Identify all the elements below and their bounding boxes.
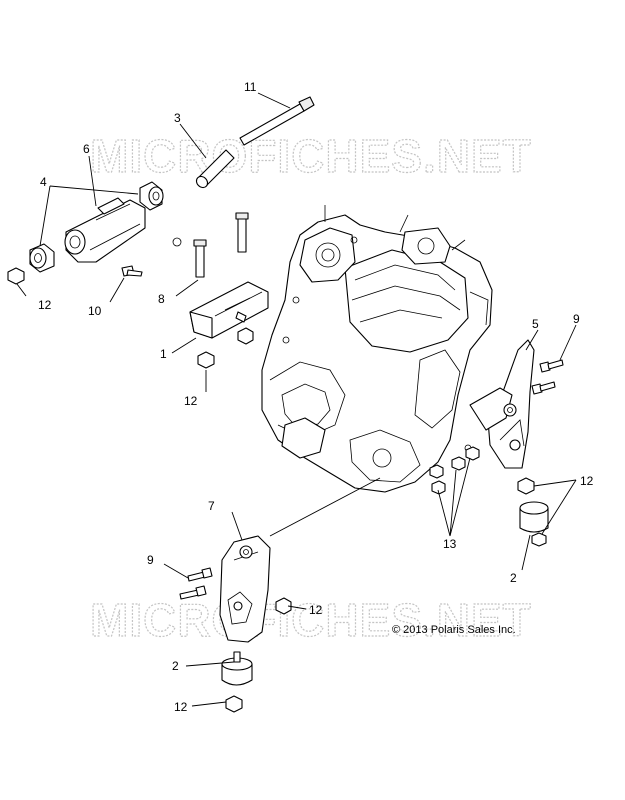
bolt-9-right (531, 359, 564, 395)
callout-2-bottom: 2 (172, 659, 179, 673)
left-mount-7 (219, 535, 271, 643)
nut-13-group (429, 446, 480, 495)
damper-2-right (519, 501, 549, 533)
nut-12-left-mount (275, 597, 292, 615)
nut-12-right-upper (517, 477, 535, 495)
bolt-8-group (172, 212, 249, 278)
upper-bracket-1 (189, 281, 269, 339)
callout-9-left: 9 (147, 553, 154, 567)
watermark-top: MICROFICHES.NET (90, 130, 532, 182)
callout-5: 5 (532, 317, 539, 331)
callout-10: 10 (88, 304, 102, 318)
bolt-9-left (179, 567, 213, 600)
callout-2-right: 2 (510, 571, 517, 585)
sleeve-3 (195, 149, 235, 189)
callout-4: 4 (40, 175, 47, 189)
nut-12-under-bracket (197, 351, 215, 369)
callout-3: 3 (174, 111, 181, 125)
long-bolt-11 (239, 96, 315, 146)
callout-6: 6 (83, 142, 90, 156)
nut-12-bottom (225, 695, 243, 713)
watermark-bottom: MICROFICHES.NET (90, 594, 532, 646)
callout-11: 11 (244, 80, 257, 94)
bushing-4-right (139, 181, 164, 211)
nut-12-right-lower (531, 532, 547, 547)
leader-lines (16, 92, 577, 707)
callout-12-upper-left: 12 (38, 298, 52, 312)
callout-7: 7 (208, 499, 215, 513)
right-mount-5 (469, 339, 535, 469)
callout-8: 8 (158, 292, 165, 306)
mount-bracket-6 (64, 197, 146, 263)
callout-12-right: 12 (580, 474, 594, 488)
damper-2-bottom (221, 651, 253, 686)
bolt-10 (121, 265, 143, 277)
callout-9-right: 9 (573, 312, 580, 326)
callout-13: 13 (443, 537, 457, 551)
copyright-notice: © 2013 Polaris Sales Inc. (392, 624, 516, 636)
callout-1: 1 (160, 347, 167, 361)
callout-12-under-bracket: 12 (184, 394, 198, 408)
nut-near-bracket (237, 327, 254, 345)
callout-12-bottom: 12 (174, 700, 188, 714)
callout-12-left-mount: 12 (309, 603, 323, 617)
nut-12-upper-left (7, 267, 25, 285)
bushing-4-left (29, 243, 55, 273)
engine-assembly (261, 205, 493, 493)
callout-labels: 11 3 6 4 12 10 8 1 12 5 9 7 9 13 12 2 12… (38, 80, 594, 714)
